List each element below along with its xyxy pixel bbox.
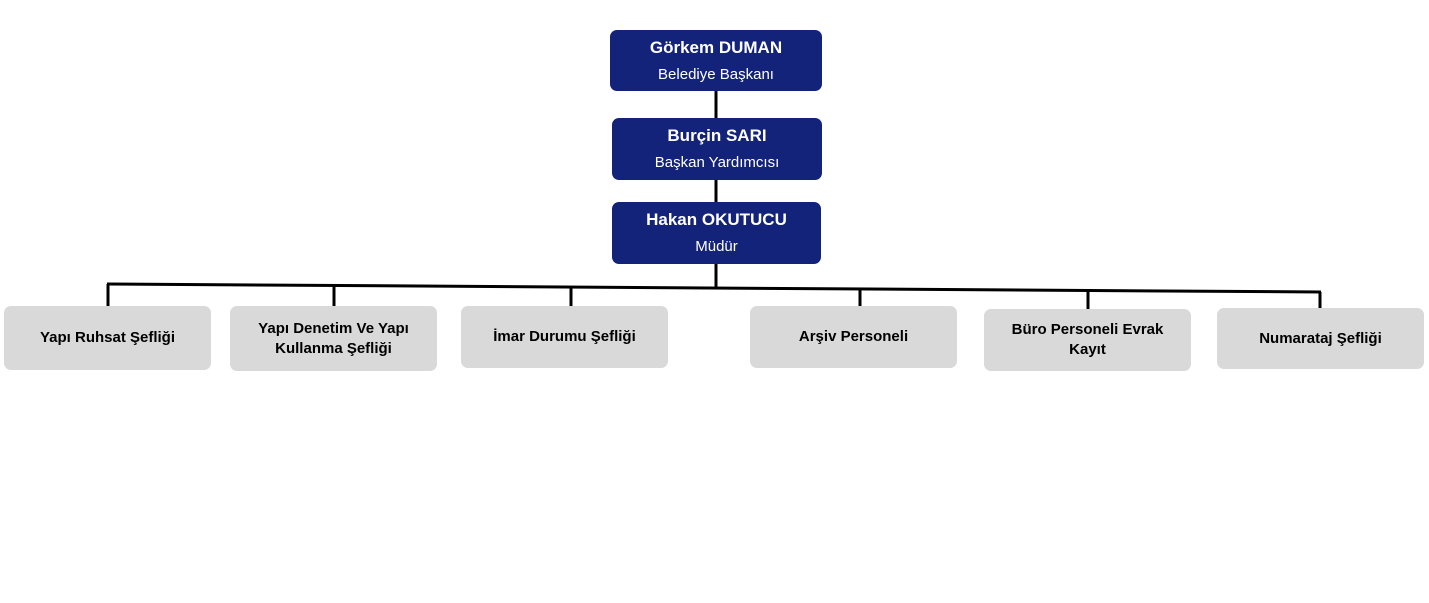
deputy-mayor-box: Burçin SARI Başkan Yardımcısı bbox=[612, 118, 822, 180]
mayor-name: Görkem DUMAN bbox=[649, 37, 783, 57]
director-name: Hakan OKUTUCU bbox=[646, 210, 787, 229]
mayor-box: Görkem DUMAN Belediye Başkanı bbox=[610, 30, 822, 91]
unit-label: İmar Durumu Şefliği bbox=[493, 328, 636, 345]
connector-horizontal-bus bbox=[106, 282, 1322, 294]
unit-box-imar-durumu: İmar Durumu Şefliği bbox=[461, 306, 668, 368]
mayor-role: Belediye Başkanı bbox=[658, 65, 774, 83]
unit-box-yapi-denetim: Yapı Denetim Ve Yapı Kullanma Şefliği bbox=[230, 306, 437, 371]
unit-label: Yapı Ruhsat Şefliği bbox=[39, 329, 176, 346]
unit-box-arsiv-personeli: Arşiv Personeli bbox=[750, 306, 957, 368]
director-box: Hakan OKUTUCU Müdür bbox=[612, 202, 821, 264]
unit-label: Numarataj Şefliği bbox=[1259, 329, 1382, 347]
unit-label: Yapı Denetim Ve Yapı Kullanma Şefliği bbox=[258, 319, 409, 357]
unit-box-numarataj: Numarataj Şefliği bbox=[1217, 308, 1424, 369]
unit-label: Büro Personeli Evrak Kayıt bbox=[1011, 321, 1164, 358]
unit-box-yapi-ruhsat: Yapı Ruhsat Şefliği bbox=[4, 306, 211, 370]
director-role: Müdür bbox=[695, 238, 738, 255]
deputy-mayor-role: Başkan Yardımcısı bbox=[654, 154, 780, 171]
deputy-mayor-name: Burçin SARI bbox=[667, 126, 767, 145]
unit-box-buro-personeli: Büro Personeli Evrak Kayıt bbox=[984, 309, 1191, 371]
unit-label: Arşiv Personeli bbox=[798, 328, 909, 345]
